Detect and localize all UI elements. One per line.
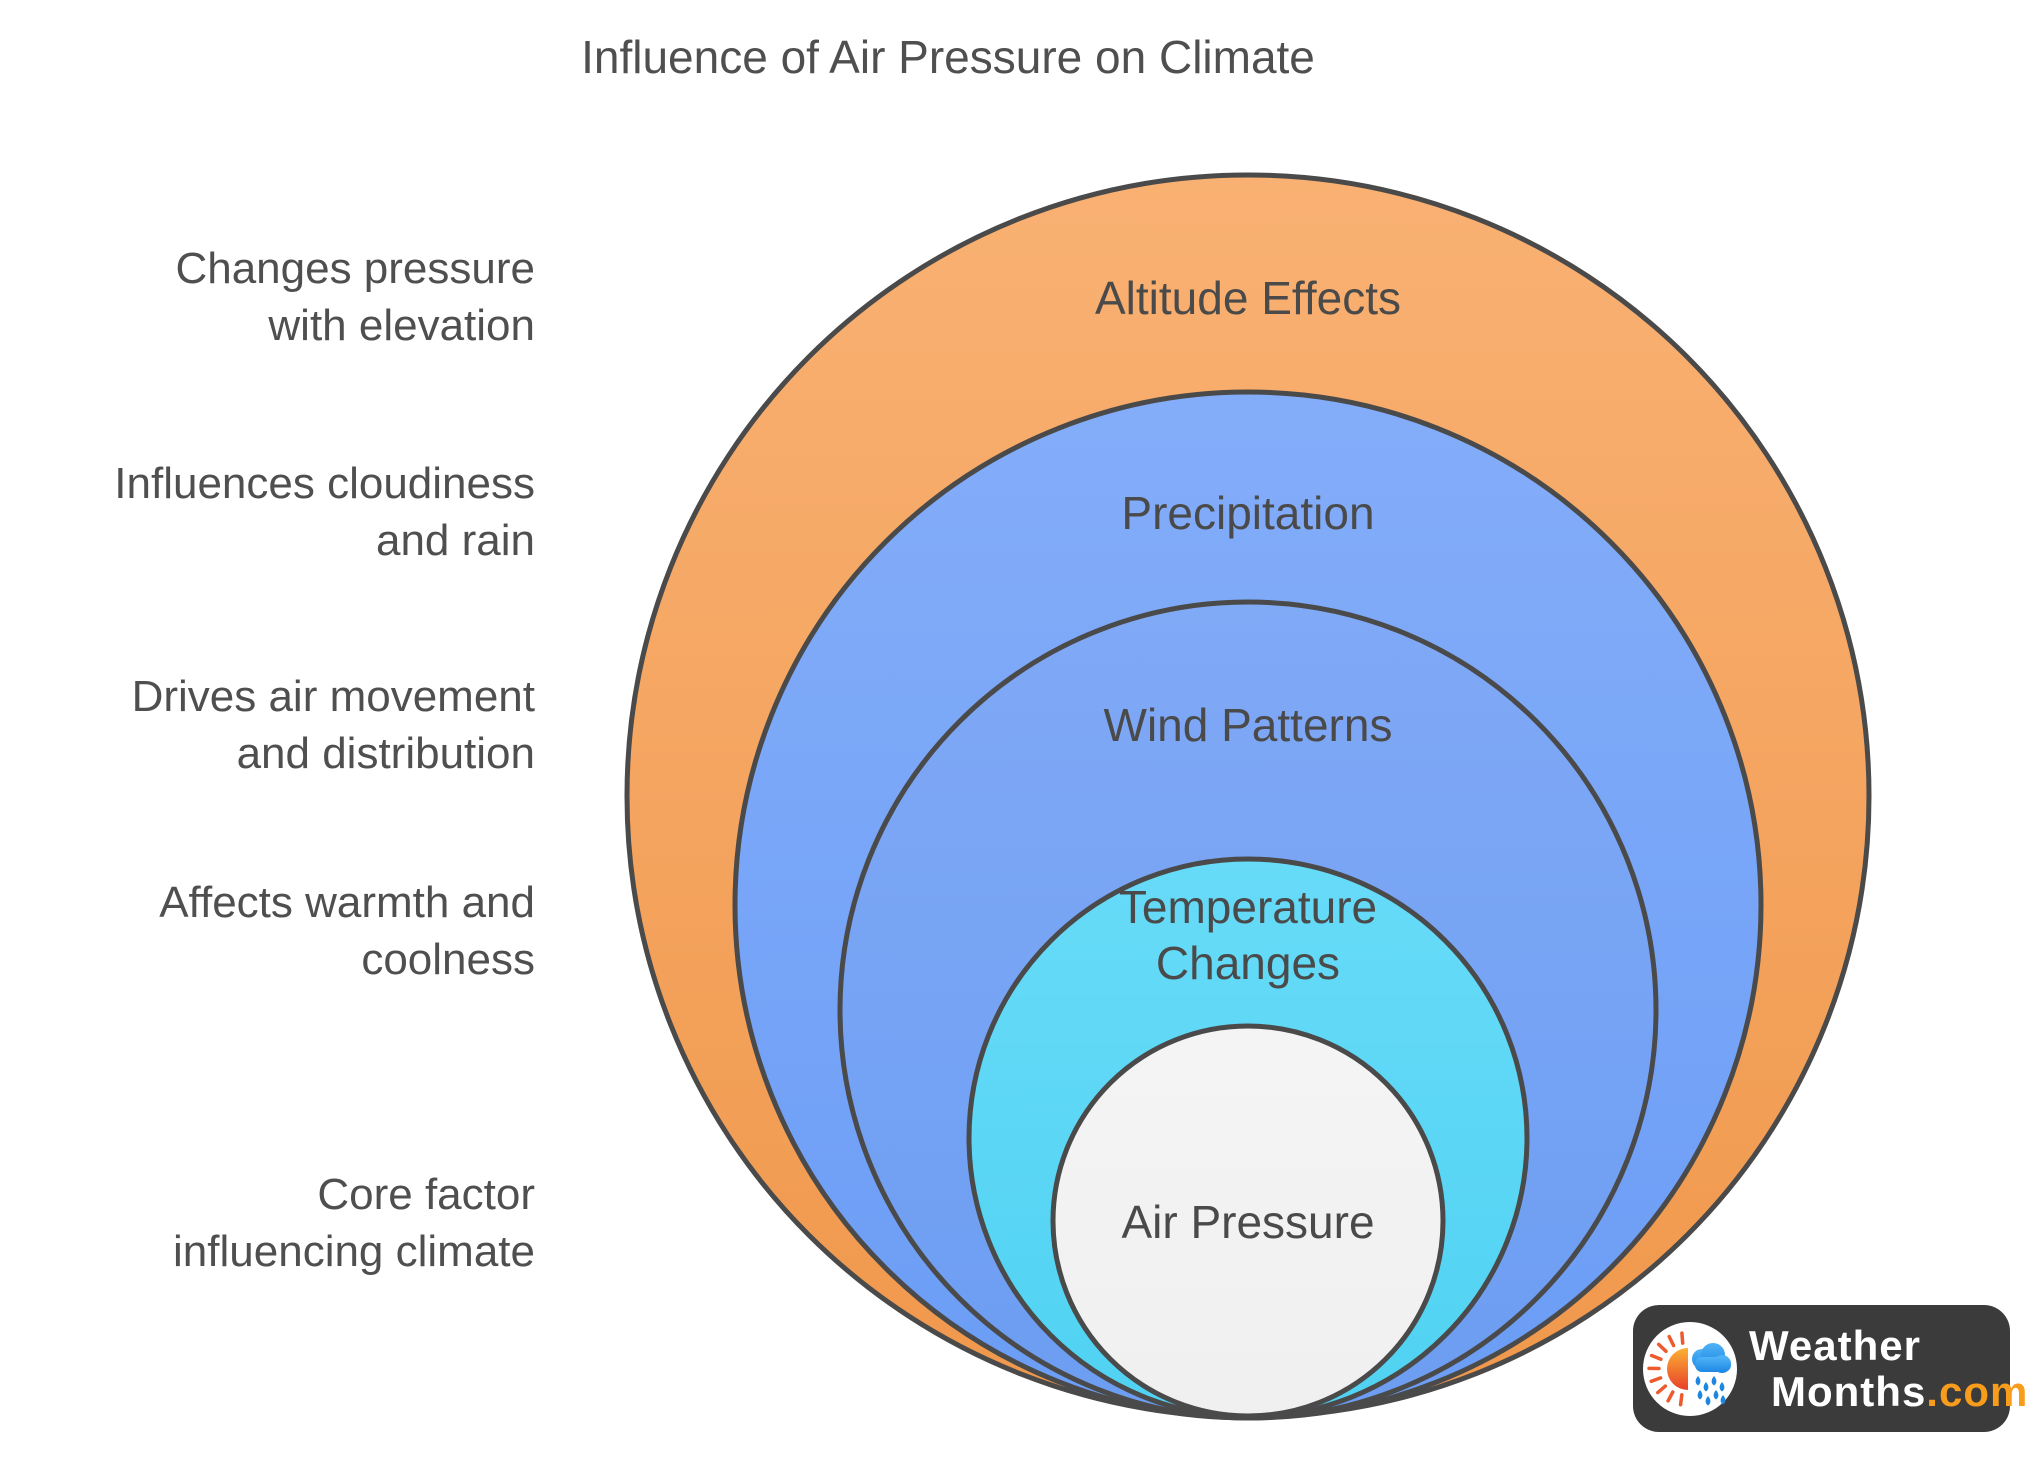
- ring-label-line: Altitude Effects: [1095, 272, 1401, 324]
- note-precipitation: Influences cloudiness and rain: [0, 455, 535, 569]
- weather-sun-rain-icon: [1643, 1321, 1737, 1416]
- note-line: Core factor: [317, 1170, 535, 1219]
- weathermonths-logo[interactable]: Weather Months.com: [1633, 1305, 2027, 1432]
- ring-label-line: Temperature: [1118, 881, 1378, 933]
- ring-air-pressure: [1050, 1023, 1446, 1419]
- ring-label-line: Wind Patterns: [1103, 699, 1393, 751]
- ring-label-altitude-effects: Altitude Effects: [898, 270, 1598, 326]
- note-line: Drives air movement: [131, 672, 535, 721]
- logo-brand-months: Months: [1771, 1367, 1927, 1415]
- ring-label-line: Air Pressure: [1121, 1196, 1375, 1248]
- ring-label-wind-patterns: Wind Patterns: [898, 697, 1598, 753]
- diagram-title: Influence of Air Pressure on Climate: [581, 31, 1315, 83]
- note-line: Affects warmth and: [159, 878, 535, 927]
- note-line: coolness: [361, 935, 535, 984]
- note-line: Influences cloudiness: [114, 459, 535, 508]
- note-line: and rain: [375, 516, 535, 565]
- ring-label-line: Precipitation: [1121, 487, 1375, 539]
- logo-brand-suffix: .com: [1926, 1367, 2029, 1415]
- note-temperature-changes: Affects warmth and coolness: [0, 874, 535, 988]
- ring-label-temperature-changes: Temperature Changes: [898, 879, 1598, 991]
- note-line: and distribution: [236, 729, 535, 778]
- logo-brand-line2: Months.com: [1771, 1367, 2029, 1415]
- ring-label-air-pressure: Air Pressure: [898, 1194, 1598, 1250]
- note-line: with elevation: [268, 301, 535, 350]
- logo-wordmark: Weather Months.com: [1749, 1321, 2029, 1415]
- logo-brand-line1: Weather: [1749, 1321, 1921, 1369]
- note-line: Changes pressure: [175, 244, 535, 293]
- ring-label-precipitation: Precipitation: [898, 485, 1598, 541]
- note-wind-patterns: Drives air movement and distribution: [0, 668, 535, 782]
- ring-label-line: Changes: [1155, 937, 1341, 989]
- note-line: influencing climate: [173, 1227, 535, 1276]
- note-altitude-effects: Changes pressure with elevation: [0, 240, 535, 354]
- note-air-pressure: Core factor influencing climate: [0, 1166, 535, 1280]
